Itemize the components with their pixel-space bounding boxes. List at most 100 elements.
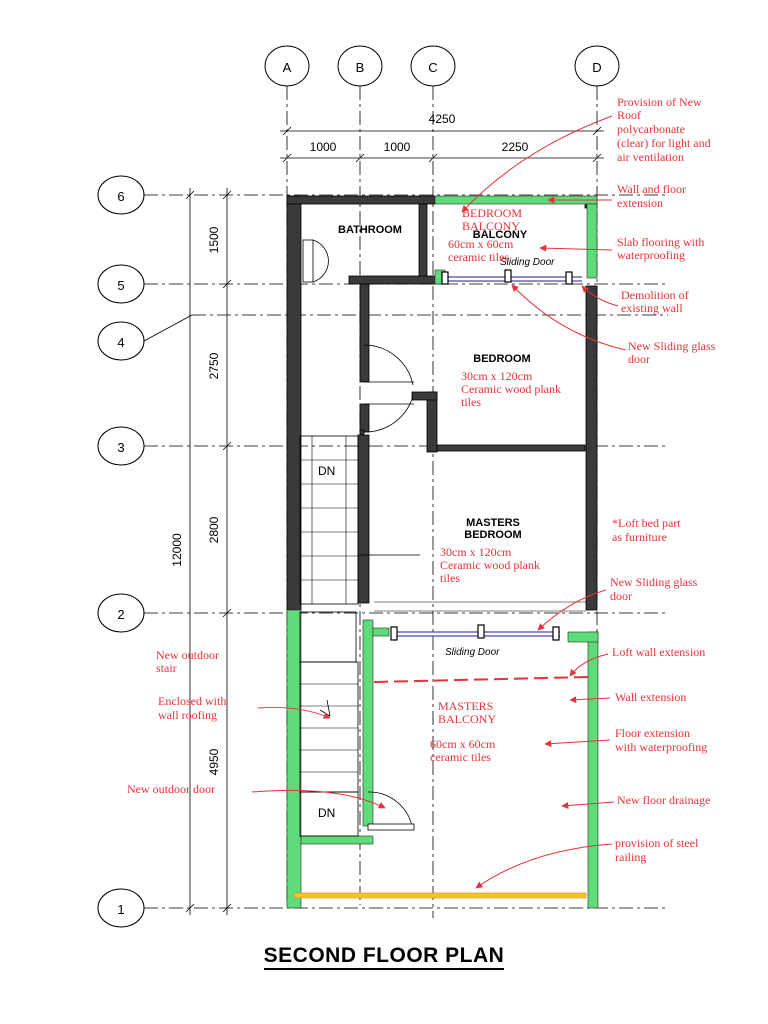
grid-bubble-b: B xyxy=(337,45,383,87)
svg-text:extension: extension xyxy=(617,196,663,210)
svg-text:air ventilation: air ventilation xyxy=(617,150,684,164)
dim-row-5-3: 2750 xyxy=(207,352,221,379)
loft-wall-line xyxy=(373,676,589,683)
annotation-railing: provision of steel railing xyxy=(615,836,699,864)
grid-bubble-a: A xyxy=(264,45,310,87)
dim-row-3-2: 2800 xyxy=(207,516,221,543)
svg-text:as furniture: as furniture xyxy=(612,530,667,544)
grid-bubble-2: 2 xyxy=(97,593,145,633)
annotation-demolition: Demolition of existing wall xyxy=(621,288,689,315)
grid-row-bubbles: 6 5 4 3 2 1 xyxy=(97,175,145,928)
svg-text:New outdoor: New outdoor xyxy=(156,648,219,662)
grid-column-bubbles: A B C D xyxy=(264,45,620,87)
svg-text:6: 6 xyxy=(117,189,124,204)
annotation-sliding-glass-top: New Sliding glass door xyxy=(628,339,716,366)
grid-4-leader xyxy=(143,314,193,342)
grid-bubble-d: D xyxy=(574,45,620,87)
dim-col-cd: 2250 xyxy=(502,140,529,154)
annotation-drainage: New floor drainage xyxy=(617,793,710,807)
svg-text:Provision of New: Provision of New xyxy=(617,95,702,109)
svg-text:stair: stair xyxy=(156,661,177,675)
svg-text:polycarbonate: polycarbonate xyxy=(617,122,685,136)
svg-text:3: 3 xyxy=(117,440,124,455)
svg-text:existing wall: existing wall xyxy=(621,301,683,315)
grid-bubble-1: 1 xyxy=(97,888,145,928)
svg-text:60cm x 60cm: 60cm x 60cm xyxy=(430,737,496,751)
grid-bubble-3: 3 xyxy=(97,426,145,466)
annotation-arrows xyxy=(251,115,627,889)
svg-text:waterproofing: waterproofing xyxy=(617,248,685,262)
stair-dn-upper: DN xyxy=(318,464,335,478)
room-balcony: BALCONY xyxy=(473,229,528,241)
masters-balcony-edge xyxy=(374,601,586,612)
room-bathroom: BATHROOM xyxy=(338,224,402,236)
svg-text:60cm x 60cm: 60cm x 60cm xyxy=(448,237,514,251)
svg-text:A: A xyxy=(283,60,292,75)
svg-text:railing: railing xyxy=(615,850,646,864)
stair-treads-lower xyxy=(300,683,358,773)
stair-outlines xyxy=(299,435,359,837)
svg-text:1: 1 xyxy=(117,902,124,917)
annotation-enclosed: Enclosed with wall roofing xyxy=(158,694,226,722)
svg-text:ceramic tiles: ceramic tiles xyxy=(448,250,509,264)
grid-bubble-5: 5 xyxy=(97,264,145,304)
svg-text:Demolition of: Demolition of xyxy=(621,288,689,302)
svg-text:Wall and floor: Wall and floor xyxy=(617,182,686,196)
svg-text:Floor extension: Floor extension xyxy=(615,726,690,740)
sliding-door-bottom-label: Sliding Door xyxy=(445,647,500,658)
svg-text:B: B xyxy=(356,60,365,75)
annotation-loft-bed: *Loft bed part as furniture xyxy=(612,516,681,544)
svg-text:D: D xyxy=(592,60,601,75)
dim-total-depth: 12000 xyxy=(170,533,184,567)
annotation-wall-extension: Wall extension xyxy=(615,690,686,704)
svg-text:C: C xyxy=(428,60,437,75)
annotation-outdoor-door: New outdoor door xyxy=(127,782,215,796)
svg-text:4: 4 xyxy=(117,335,124,350)
svg-text:door: door xyxy=(610,589,632,603)
room-bedroom: BEDROOM xyxy=(473,353,530,365)
svg-text:ceramic tiles: ceramic tiles xyxy=(430,750,491,764)
svg-text:30cm x 120cm: 30cm x 120cm xyxy=(440,545,512,559)
door-bathroom xyxy=(302,239,329,283)
annotation-floor-extension: Floor extension with waterproofing xyxy=(615,726,707,754)
left-dimensions xyxy=(185,188,232,915)
annotation-slab: Slab flooring with waterproofing xyxy=(617,235,704,262)
sliding-door-top-label: Sliding Door xyxy=(500,257,555,268)
svg-text:provision of steel: provision of steel xyxy=(615,836,699,850)
svg-text:BALCONY: BALCONY xyxy=(438,712,496,726)
svg-text:Ceramic wood plank: Ceramic wood plank xyxy=(461,382,561,396)
sliding-door-top xyxy=(441,269,582,285)
room-notes: BEDROOM BALCONY 60cm x 60cm ceramic tile… xyxy=(430,206,561,764)
grid-bubble-c: C xyxy=(410,45,456,87)
svg-text:MASTERS: MASTERS xyxy=(438,699,493,713)
svg-text:New Sliding glass: New Sliding glass xyxy=(610,575,698,589)
stair-dn-lower: DN xyxy=(318,806,335,820)
stair-direction-arrow xyxy=(326,699,331,717)
svg-text:wall roofing: wall roofing xyxy=(158,708,217,722)
svg-text:BEDROOM: BEDROOM xyxy=(462,206,522,220)
dim-col-bc: 1000 xyxy=(384,140,411,154)
svg-text:Roof: Roof xyxy=(617,108,641,122)
svg-text:tiles: tiles xyxy=(461,395,481,409)
dim-col-ab: 1000 xyxy=(310,140,337,154)
sliding-door-bottom xyxy=(390,624,560,641)
top-dimensions xyxy=(280,126,604,163)
new-walls xyxy=(286,195,599,909)
annotation-loft-wall: Loft wall extension xyxy=(612,645,705,659)
annotation-outdoor-stair: New outdoor stair xyxy=(156,648,219,675)
svg-text:2: 2 xyxy=(117,607,124,622)
annotation-roof: Provision of New Roof polycarbonate (cle… xyxy=(617,95,711,164)
svg-text:(clear) for light and: (clear) for light and xyxy=(617,136,711,150)
annotation-sliding-glass-mid: New Sliding glass door xyxy=(610,575,698,603)
annotation-wall-floor: Wall and floor extension xyxy=(617,182,686,210)
dim-row-6-5: 1500 xyxy=(207,226,221,253)
svg-text:*Loft bed part: *Loft bed part xyxy=(612,516,681,530)
door-outdoor xyxy=(367,791,415,831)
svg-text:New Sliding glass: New Sliding glass xyxy=(628,339,716,353)
svg-text:with waterproofing: with waterproofing xyxy=(615,740,707,754)
svg-text:Enclosed with: Enclosed with xyxy=(158,694,226,708)
grid-bubble-6: 6 xyxy=(97,175,145,215)
page-title: SECOND FLOOR PLAN xyxy=(0,944,768,970)
room-masters-bedroom-line1: MASTERS xyxy=(466,517,520,529)
